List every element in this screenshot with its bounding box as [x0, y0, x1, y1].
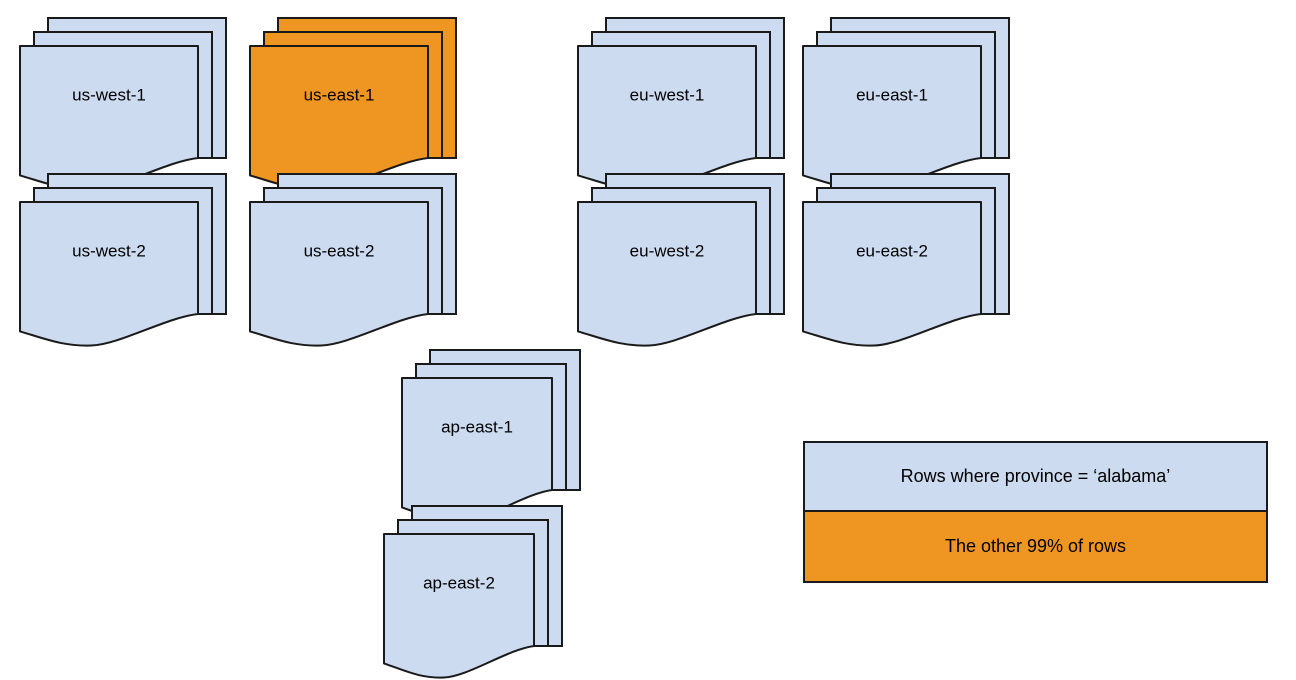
document-stack-us-west-1[interactable]: us-west-1: [18, 16, 228, 191]
legend-item-label: The other 99% of rows: [944, 536, 1127, 556]
document-stack-label: eu-west-2: [630, 241, 705, 260]
legend-item-legend-blue: Rows where province = ‘alabama’: [805, 443, 1266, 512]
document-page-front: [401, 377, 553, 523]
document-stack-eu-west-2[interactable]: eu-west-2: [576, 172, 786, 347]
document-page-front: [249, 45, 429, 191]
document-stack-ap-east-1[interactable]: ap-east-1: [400, 348, 582, 523]
document-page-front: [577, 201, 757, 347]
document-page-front: [577, 45, 757, 191]
legend: Rows where province = ‘alabama’ The other…: [803, 441, 1268, 583]
document-stack-label: us-west-1: [72, 85, 146, 104]
document-page-front: [383, 533, 535, 679]
document-page-front: [249, 201, 429, 347]
document-stack-us-east-2[interactable]: us-east-2: [248, 172, 458, 347]
document-stack-eu-east-1[interactable]: eu-east-1: [801, 16, 1011, 191]
document-page-front: [19, 45, 199, 191]
document-stack-eu-west-1[interactable]: eu-west-1: [576, 16, 786, 191]
document-page-front: [802, 201, 982, 347]
document-stack-label: eu-west-1: [630, 85, 705, 104]
legend-item-legend-orange: The other 99% of rows: [805, 512, 1266, 581]
legend-item-label: Rows where province = ‘alabama’: [900, 466, 1171, 486]
document-stack-ap-east-2[interactable]: ap-east-2: [382, 504, 564, 679]
document-stack-eu-east-2[interactable]: eu-east-2: [801, 172, 1011, 347]
document-stack-label: ap-east-2: [423, 573, 495, 592]
document-stack-label: us-east-1: [304, 85, 375, 104]
document-stack-label: ap-east-1: [441, 417, 513, 436]
document-stack-us-east-1[interactable]: us-east-1: [248, 16, 458, 191]
document-stack-label: us-east-2: [304, 241, 375, 260]
document-stack-us-west-2[interactable]: us-west-2: [18, 172, 228, 347]
document-stack-label: eu-east-1: [856, 85, 928, 104]
document-stack-label: us-west-2: [72, 241, 146, 260]
document-page-front: [19, 201, 199, 347]
document-page-front: [802, 45, 982, 191]
document-stack-label: eu-east-2: [856, 241, 928, 260]
